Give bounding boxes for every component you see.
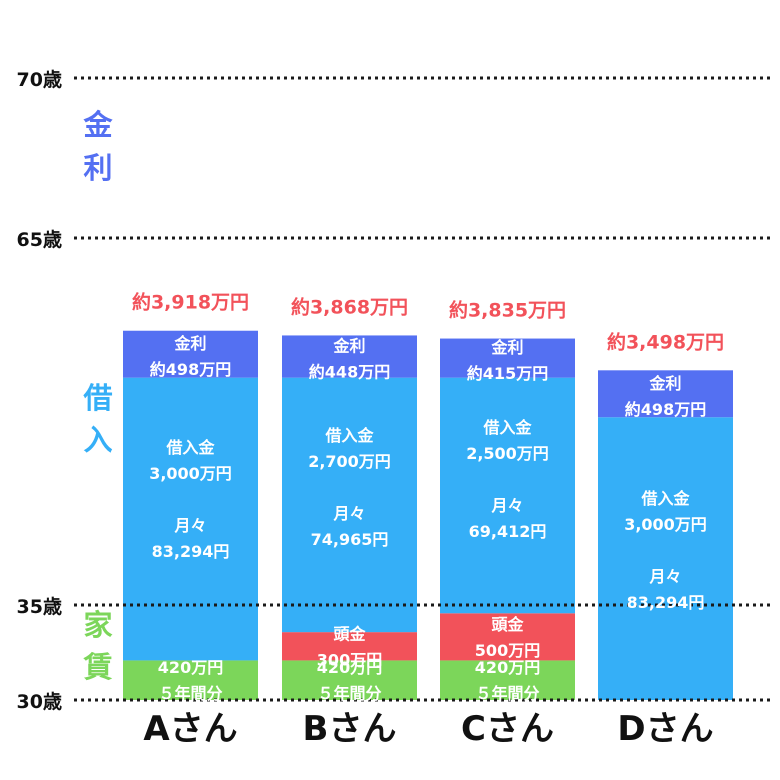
segment-label: ５年間分 xyxy=(317,684,381,703)
age-tick-label: 30歳 xyxy=(17,691,62,713)
bar-segment-rent xyxy=(282,660,417,700)
bar-segment-rent xyxy=(440,660,575,700)
segment-label: 300万円 xyxy=(317,650,382,669)
segment-label: 83,294円 xyxy=(627,593,705,612)
bar-segment-interest xyxy=(598,370,733,418)
segment-label: 2,500万円 xyxy=(466,444,549,463)
segment-label: 3,000万円 xyxy=(624,515,707,534)
segment-label: 83,294円 xyxy=(152,542,230,561)
category-label: Aさん xyxy=(143,709,237,749)
bar-segment-rent xyxy=(123,660,258,700)
age-tick-label: 70歳 xyxy=(17,69,62,91)
bar-segment-loan xyxy=(598,417,733,700)
segment-label: 420万円 xyxy=(317,658,382,677)
segment-label: 74,965円 xyxy=(311,530,389,549)
age-tick-label: 65歳 xyxy=(17,229,62,251)
category-label: Bさん xyxy=(303,709,397,749)
bar-segment-loan xyxy=(282,377,417,633)
bar-segment-interest xyxy=(123,330,258,378)
segment-label: 420万円 xyxy=(158,658,223,677)
side-label-interest: 金 xyxy=(82,108,113,142)
bar-segment-loan xyxy=(440,377,575,614)
segment-label: 69,412円 xyxy=(469,522,547,541)
bar-total-label: 約3,835万円 xyxy=(449,299,566,322)
bar-total-label: 約3,918万円 xyxy=(132,291,249,314)
segment-label: 金利 xyxy=(648,374,681,393)
bar-segment-down xyxy=(440,613,575,661)
category-label: Dさん xyxy=(617,709,713,749)
segment-label: 420万円 xyxy=(475,658,540,677)
bar-segment-interest xyxy=(440,338,575,378)
age-gridlines xyxy=(74,76,772,702)
side-label-rent: 家 xyxy=(83,608,112,642)
segment-label: 頭金 xyxy=(491,615,524,634)
segment-label: 借入金 xyxy=(165,438,215,457)
age-tick-label: 35歳 xyxy=(17,596,62,618)
side-label-loan: 借 xyxy=(82,381,112,415)
segment-label: 金利 xyxy=(332,337,365,356)
segment-label: 金利 xyxy=(173,334,206,353)
segment-label: 約415万円 xyxy=(467,364,548,383)
segment-label: 約498万円 xyxy=(625,400,706,419)
segment-label: 約498万円 xyxy=(150,360,231,379)
segment-label: 月々 xyxy=(173,516,206,535)
side-label-loan: 入 xyxy=(83,423,112,457)
segment-label: 月々 xyxy=(490,496,523,515)
segment-label: 2,700万円 xyxy=(308,452,391,471)
segment-label: 頭金 xyxy=(333,624,366,643)
segment-label: 借入金 xyxy=(324,426,374,445)
segment-label: 月々 xyxy=(648,567,681,586)
bar-segment-interest xyxy=(282,335,417,378)
side-label-rent: 賃 xyxy=(82,650,112,684)
segment-label: ５年間分 xyxy=(475,684,539,703)
side-label-interest: 利 xyxy=(83,151,112,185)
segment-label: 500万円 xyxy=(475,641,540,660)
category-label: Cさん xyxy=(461,709,554,749)
segment-label: 金利 xyxy=(490,338,523,357)
bar-total-label: 約3,868万円 xyxy=(291,295,408,318)
segment-label: 月々 xyxy=(332,504,365,523)
segment-label: 約448万円 xyxy=(309,363,390,382)
bar-total-label: 約3,498万円 xyxy=(607,330,724,353)
bar-segment-down xyxy=(282,632,417,661)
segment-label: 借入金 xyxy=(482,418,532,437)
segment-label: 3,000万円 xyxy=(149,464,232,483)
segment-label: 借入金 xyxy=(640,489,690,508)
bars-layer xyxy=(123,330,733,700)
bar-segment-loan xyxy=(123,377,258,661)
segment-label: ５年間分 xyxy=(158,684,222,703)
